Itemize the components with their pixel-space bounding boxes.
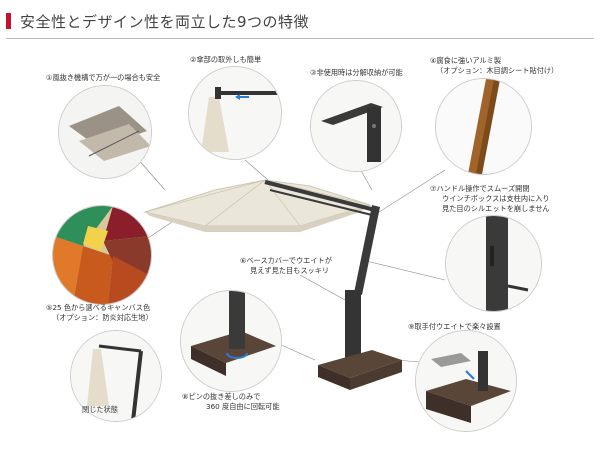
feature-caption-3: ③非使用時は分解収納が可能: [310, 68, 403, 77]
header: 安全性とデザイン性を両立した9つの特徴: [6, 8, 594, 39]
canopy-edge: [145, 205, 370, 232]
cantilever-arm: [264, 180, 376, 212]
title-accent-mark: [6, 13, 11, 29]
feature-circle-wind-vent: [58, 85, 152, 179]
feature-circle-closed-state: [70, 330, 162, 422]
feature-caption-2: ②傘部の取外しも簡単: [190, 55, 262, 64]
feature-caption-1: ①風抜き機構で万が一の場合も安全: [46, 73, 161, 82]
feature-circle-canopy-removal: [188, 66, 282, 160]
feature-circle-disassembly: [310, 80, 402, 172]
feature-caption-4b: （オプション：木目調シート貼付け）: [436, 66, 559, 75]
base-top: [318, 350, 402, 378]
feature-caption-5b: （オプション：防炎対応生地）: [52, 313, 153, 322]
page-title: 安全性とデザイン性を両立した9つの特徴: [20, 13, 310, 31]
feature-circle-aluminium: [435, 78, 532, 175]
feature-caption-4a: ④腐食に強いアルミ製: [430, 56, 502, 65]
feature-caption-6b: 見えず見た目もスッキリ: [250, 266, 330, 275]
feature-caption-7c: 見た目のシルエットを崩しません: [442, 204, 550, 213]
feature-circle-weights: [415, 330, 517, 432]
feature-caption-closed: 閉じた状態: [82, 405, 118, 414]
feature-caption-8b: 360 度自由に回転可能: [206, 402, 280, 411]
feature-circle-rotation: [180, 290, 282, 392]
feature-caption-5a: ⑤25 色から選べるキャンバス色: [46, 303, 151, 312]
feature-caption-9: ⑨取手付ウエイトで楽々設置: [408, 322, 501, 331]
feature-circle-canvas-colors: [52, 205, 152, 305]
feature-caption-7a: ⑦ハンドル操作でスムーズ開閉: [430, 184, 530, 193]
feature-caption-7b: ウインチボックスは支柱内に入り: [442, 194, 550, 203]
feature-caption-6a: ⑥ベースカバーでウエイトが: [240, 256, 332, 265]
pole-lower: [345, 290, 361, 360]
pole-upper: [354, 205, 380, 295]
feature-caption-8a: ⑧ピンの抜き差しのみで: [182, 392, 261, 401]
feature-circle-handle: [445, 215, 542, 312]
title-divider: [6, 38, 594, 39]
